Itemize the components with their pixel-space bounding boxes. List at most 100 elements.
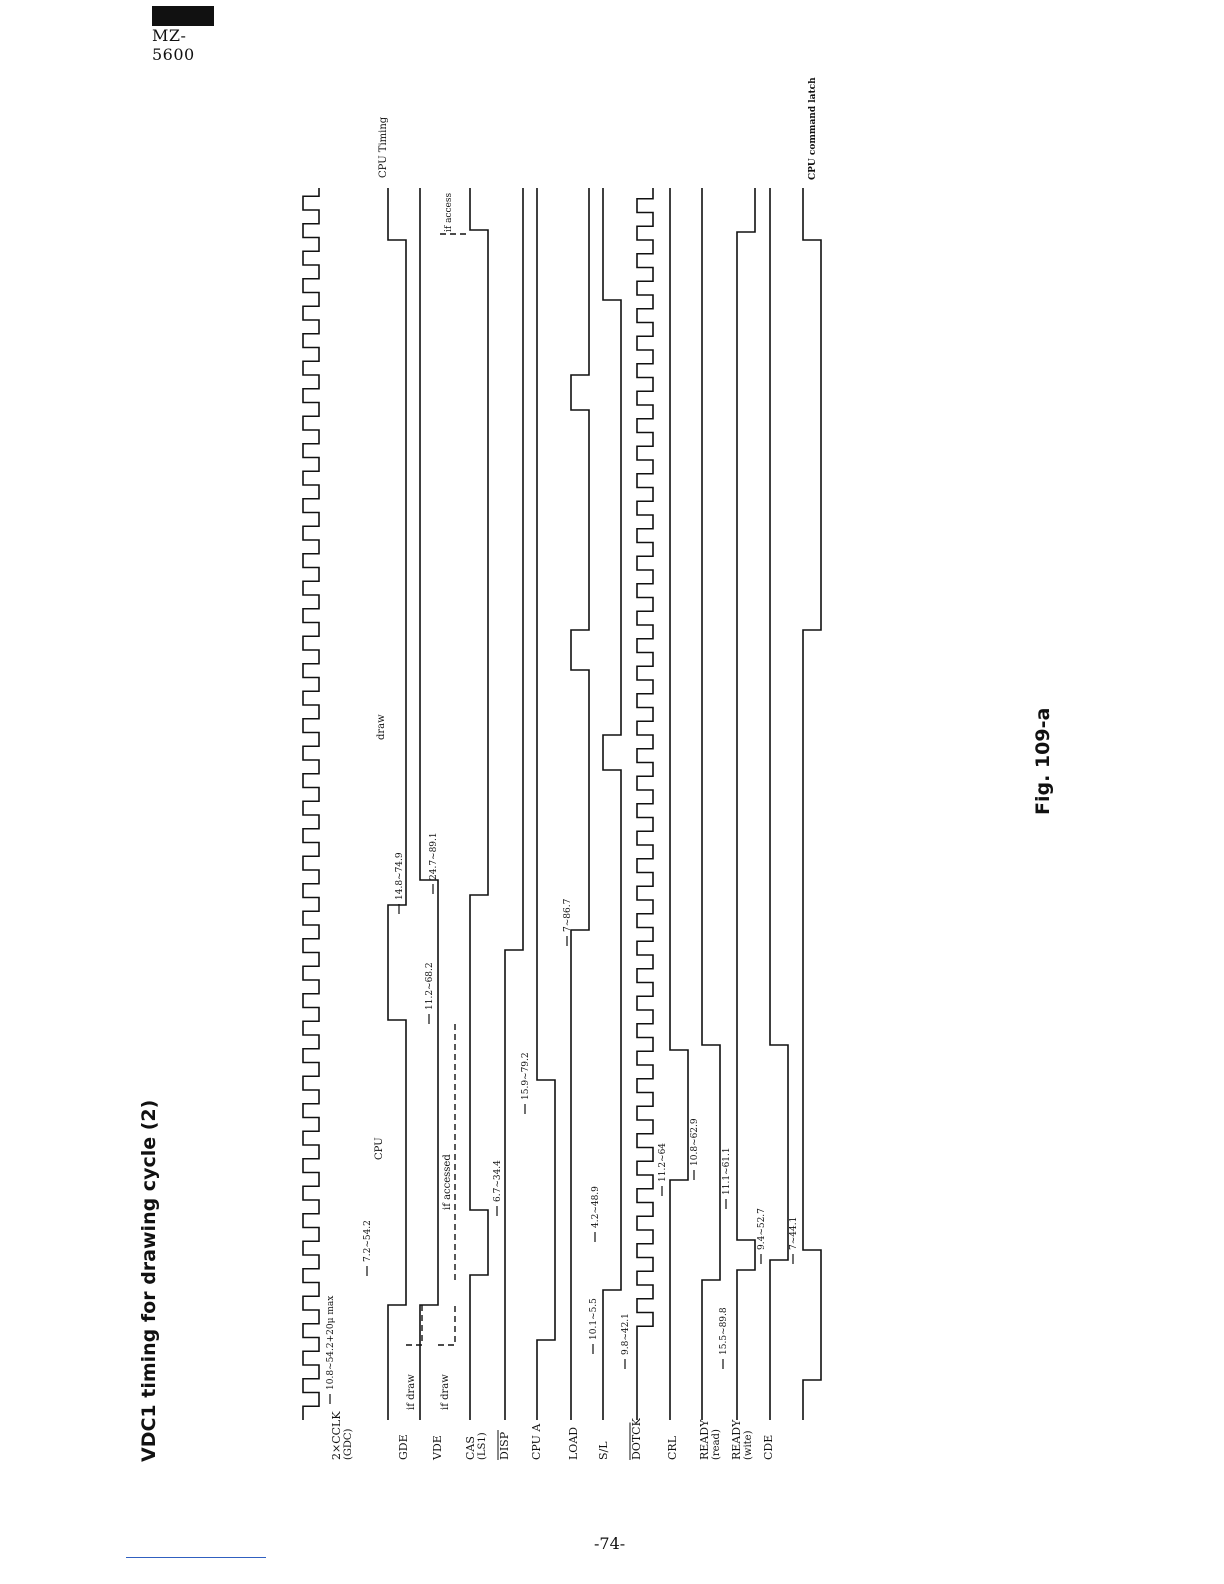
model-bar — [152, 6, 214, 26]
timing-annotations: 10.8~54.2+20μ max 7.2~54.2 11.2~68.2 14.8~7… — [326, 832, 799, 1404]
disp-trace — [504, 188, 524, 1420]
signal-label-cde: CDE — [762, 1435, 775, 1460]
timing-text-12: 10.8~62.9 — [690, 1118, 700, 1166]
region-labels: CPU draw CPU Timing if draw if draw if access… — [374, 77, 818, 1410]
signal-label-dotck: DOTCK — [629, 1417, 643, 1460]
signal-name-dotck: DOTCK — [630, 1417, 643, 1460]
model-tag: MZ-5600 — [152, 6, 216, 64]
label-if-accessed: if accessed — [442, 1154, 453, 1210]
signal-label-cpua: CPU A — [530, 1423, 543, 1460]
vde-dashed-if-draw — [438, 1305, 456, 1346]
signal-label-load: LOAD — [567, 1427, 580, 1460]
signal-name-cas: CAS — [464, 1436, 477, 1460]
timing-annot-8: 10.1~5.5 — [589, 1298, 599, 1354]
timing-text-9: 4.2~48.9 — [591, 1186, 601, 1228]
timing-text-2: 11.2~68.2 — [425, 962, 435, 1010]
timing-annot-2: 11.2~68.2 — [425, 962, 435, 1024]
timing-text-1: 7.2~54.2 — [363, 1220, 373, 1262]
timing-annot-9: 4.2~48.9 — [591, 1186, 601, 1242]
timing-annot-6: 15.9~79.2 — [521, 1052, 531, 1114]
timing-text-10: 9.8~42.1 — [621, 1313, 631, 1355]
signal-sub-cas: (LS1) — [477, 1432, 488, 1460]
label-draw: draw — [376, 714, 387, 740]
signal-name-load: LOAD — [567, 1427, 580, 1460]
signal-name-disp: DISP — [498, 1431, 511, 1460]
cde-trace — [769, 188, 789, 1420]
signal-label-vde: VDE — [431, 1435, 444, 1461]
page-number: -74- — [594, 1534, 626, 1553]
gde-dashed-alt — [406, 1305, 423, 1346]
timing-text-14: 11.1~61.1 — [722, 1147, 732, 1195]
label-cpu-command-latch: CPU command latch — [808, 77, 818, 180]
signal-name-vde: VDE — [431, 1435, 444, 1461]
timing-text-11: 11.2~64 — [658, 1143, 668, 1182]
timing-annot-13: 15.5~89.8 — [719, 1307, 729, 1369]
model-number: MZ-5600 — [152, 26, 195, 64]
timing-annot-5: 6.7~34.4 — [493, 1160, 503, 1216]
signal-sub-ready_read: (read) — [711, 1429, 722, 1460]
signal-name-clk: 2×CCLK — [330, 1411, 343, 1460]
footer-rule — [126, 1557, 266, 1558]
timing-annot-1: 7.2~54.2 — [363, 1220, 373, 1276]
signal-name-ready_read: READY — [698, 1419, 711, 1460]
cas-trace — [469, 188, 489, 1420]
load-trace — [570, 188, 590, 1420]
timing-annot-12: 10.8~62.9 — [690, 1118, 700, 1180]
timing-annot-10: 9.8~42.1 — [621, 1313, 631, 1369]
ready_write-trace — [736, 188, 756, 1420]
label-cpu-timing-text: CPU Timing — [378, 116, 389, 178]
timing-text-5: 6.7~34.4 — [493, 1160, 503, 1202]
label-if-draw-vde-text: if draw — [440, 1374, 451, 1410]
clk-trace — [302, 188, 320, 1420]
label-if-access-text: if access — [444, 193, 454, 232]
timing-text-6: 15.9~79.2 — [521, 1052, 531, 1100]
timing-text-16: 7~44.1 — [789, 1217, 799, 1250]
timing-text-15: 9.4~52.7 — [757, 1208, 767, 1250]
vde-trace — [419, 188, 439, 1420]
label-cpu: CPU — [374, 1137, 385, 1160]
timing-text-13: 15.5~89.8 — [719, 1307, 729, 1355]
label-if-draw-vde: if draw — [440, 1374, 451, 1410]
label-if-draw-gde: if draw — [406, 1374, 417, 1410]
signal-traces — [302, 188, 822, 1420]
label-cpu-command-latch-text: CPU command latch — [808, 77, 818, 180]
label-cpu-timing: CPU Timing — [378, 116, 389, 178]
timing-annot-11: 11.2~64 — [658, 1143, 668, 1196]
signal-label-ready_write: READY(wite) — [730, 1419, 754, 1460]
timing-text-0: 10.8~54.2+20μ max — [326, 1296, 336, 1390]
signal-sub-clk: (GDC) — [343, 1428, 354, 1460]
timing-annot-14: 11.1~61.1 — [722, 1147, 732, 1209]
cpul-trace — [802, 188, 822, 1420]
timing-annot-7: 7~86.7 — [563, 898, 573, 946]
signal-sub-ready_write: (wite) — [743, 1430, 754, 1460]
label-cpu-text: CPU — [374, 1137, 385, 1160]
signal-label-crl: CRL — [666, 1435, 679, 1460]
signal-label-ready_read: READY(read) — [698, 1419, 722, 1460]
label-if-access: if access — [444, 193, 454, 232]
signal-name-sl: S/L — [597, 1441, 610, 1460]
dotck-trace — [636, 188, 654, 1340]
timing-annot-4: 24.7~89.1 — [429, 832, 439, 894]
signal-label-clk: 2×CCLK(GDC) — [330, 1411, 354, 1460]
label-if-accessed-text: if accessed — [442, 1154, 453, 1210]
label-if-draw-gde-text: if draw — [406, 1374, 417, 1410]
signal-label-gde: GDE — [397, 1434, 410, 1460]
crl-trace — [669, 188, 689, 1420]
timing-text-7: 7~86.7 — [563, 898, 573, 932]
label-draw-text: draw — [376, 714, 387, 740]
timing-annot-15: 9.4~52.7 — [757, 1208, 767, 1264]
timing-annot-16: 7~44.1 — [789, 1217, 799, 1264]
signal-label-cas: CAS(LS1) — [464, 1432, 488, 1460]
sl-trace — [602, 188, 622, 1420]
timing-text-8: 10.1~5.5 — [589, 1298, 599, 1340]
signal-label-disp: DISP — [497, 1430, 511, 1460]
timing-text-3: 14.8~74.9 — [395, 852, 405, 900]
gde-trace — [387, 188, 407, 1420]
signal-label-sl: S/L — [597, 1441, 610, 1460]
signal-name-crl: CRL — [666, 1435, 679, 1460]
signal-name-cde: CDE — [762, 1435, 775, 1460]
cpua-trace — [536, 188, 556, 1420]
timing-text-4: 24.7~89.1 — [429, 832, 439, 880]
timing-annot-3: 14.8~74.9 — [395, 852, 405, 914]
